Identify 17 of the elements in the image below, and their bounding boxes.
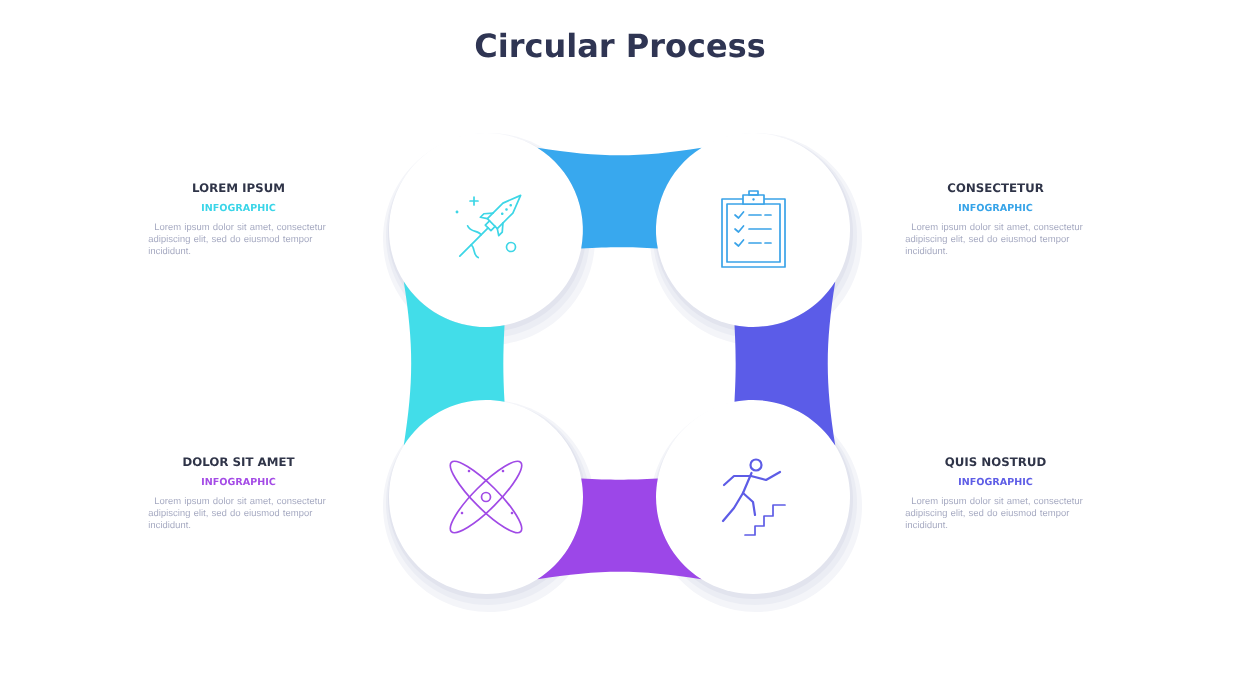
connector-band (734, 281, 836, 446)
title: Circular Process (475, 32, 765, 58)
connector-band (537, 147, 702, 249)
description-text: Lorem ipsum dolor sit amet, consectetur adipiscing elit, sed do eiusmod tempor incididunt. (905, 497, 1083, 529)
connector-band (537, 478, 702, 580)
connector-band (403, 281, 505, 446)
step-heading: DOLOR SIT AMET (183, 457, 295, 467)
step-subtitle: INFOGRAPHIC (959, 477, 1033, 486)
step-heading: CONSECTETUR (947, 183, 1044, 193)
description-text: Lorem ipsum dolor sit amet, consectetur adipiscing elit, sed do eiusmod tempor incididunt. (148, 223, 326, 255)
step-subtitle: INFOGRAPHIC (202, 477, 276, 486)
description-text: Lorem ipsum dolor sit amet, consectetur adipiscing elit, sed do eiusmod tempor incididunt. (148, 497, 326, 529)
step-subtitle: INFOGRAPHIC (959, 203, 1033, 212)
step-heading: QUIS NOSTRUD (945, 457, 1046, 468)
step-subtitle: INFOGRAPHIC (202, 203, 276, 212)
description-text: Lorem ipsum dolor sit amet, consectetur adipiscing elit, sed do eiusmod tempor incididunt. (905, 223, 1083, 255)
step-heading: LOREM IPSUM (193, 183, 284, 193)
